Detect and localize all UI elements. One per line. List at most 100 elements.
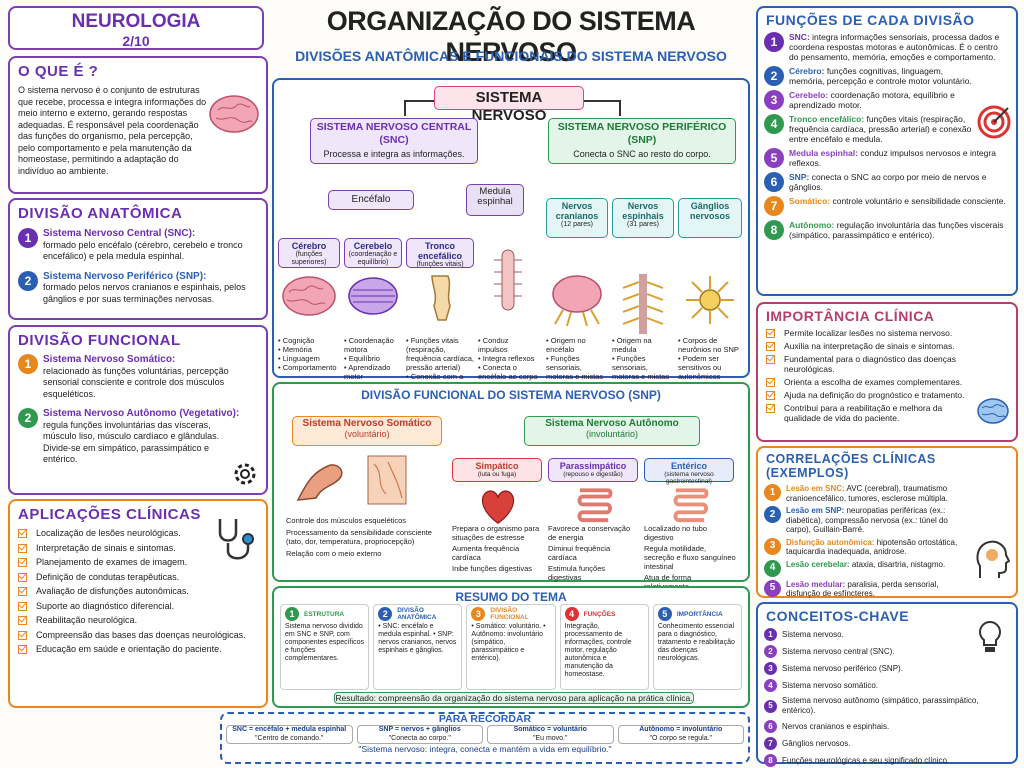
apps-item-text: Educação em saúde e orientação do pacien… [36,644,222,654]
remember-item: SNC = encéfalo + medula espinhal"Centro … [226,725,353,744]
importance-item: Permite localizar lesões no sistema nerv… [766,328,978,338]
diagram-part-node: Nervos cranianos(12 pares) [546,198,608,238]
diagram-part-node: Cérebro(funções superiores) [278,238,340,268]
remember-item-top: Somático = voluntário [513,726,587,733]
page-title: ORGANIZAÇÃO DO SISTEMA NERVOSO [326,6,696,67]
aut-sub-sub: (repouso e digestão) [563,471,623,478]
anat-panel: DIVISÃO ANATÔMICA 1 Sistema Nervoso Cent… [8,198,268,320]
apps-item: Reabilitação neurológica. [18,615,254,626]
correlation-item-head: Lesão medular: [786,579,846,589]
functions-item-body: conecta o SNC ao corpo por meio de nervo… [789,172,987,192]
func-item-body: relacionado às funções voluntárias, perc… [43,365,229,399]
concept-item-text: Nervos cranianos e espinhais. [782,721,890,731]
number-badge: 1 [18,354,38,374]
topic-badge: NEUROLOGIA 2/10 [8,6,264,50]
stethoscope-icon [218,519,254,560]
apps-item-text: Planejamento de exames de imagem. [36,557,188,567]
part-name: Nervos espinhais [622,201,664,221]
gear-icon [234,463,256,485]
what-text: O sistema nervoso é o conjunto de estrut… [18,85,207,176]
remember-panel: PARA RECORDAR SNC = encéfalo + medula es… [220,712,750,764]
part-sub: (coordenação e equilíbrio) [348,251,398,266]
bullet-item: Favorece a conservação de energia [548,524,631,542]
bullet-item: • Comportamento [278,363,337,372]
bullet-item: • Linguagem [278,354,320,363]
part-sub: (funções superiores) [291,251,327,266]
som-node: Sistema Nervoso Somático (voluntário) [292,416,442,446]
functions-item-body: regulação involuntária das funções visce… [789,220,1004,240]
concept-item-text: Funções neurológicas e seu significado c… [782,755,950,765]
bullet-item: • Corpos de neurônios no SNP [678,336,739,354]
concept-item-text: Sistema nervoso periférico (SNP). [782,663,903,673]
anatomy-illustration [615,272,671,336]
check-icon [18,543,27,553]
aut-sub-bullets: Prepara o organismo para situações de es… [452,524,544,575]
bullet-item: • Cognição [278,336,315,345]
aut-sub-name: Simpático [475,461,519,471]
snp-node: SISTEMA NERVOSO PERIFÉRICO (SNP) Conecta… [548,118,736,164]
functions-item-head: SNP: [789,172,810,182]
bullet-item: • Integra reflexos [478,354,535,363]
bullet-item: • Origem no encéfalo [546,336,586,354]
bullet-item: Prepara o organismo para situações de es… [452,524,540,542]
apps-item-text: Compreensão das bases das doenças neurol… [36,629,246,640]
anat-item-head: Sistema Nervoso Central (SNC): [43,228,196,239]
check-icon [18,587,27,596]
anatomy-illustration [682,272,738,336]
functional-title: DIVISÃO FUNCIONAL DO SISTEMA NERVOSO (SN… [361,388,661,402]
intestine-icon [566,484,622,532]
aut-sub-name: Entérico [670,461,707,471]
remember-footer: "Sistema nervoso: integra, conecta e man… [358,744,612,754]
apps-item-text: Suporte ao diagnóstico diferencial. [36,600,175,611]
number-badge: 3 [764,90,784,110]
concept-item-text: Gânglios nervosos. [782,738,851,748]
number-badge: 3 [764,537,781,555]
check-icon [18,529,27,538]
anat-item-head: Sistema Nervoso Periférico (SNP): [43,270,207,282]
number-badge: 2 [378,607,393,621]
bullet-item: • Funções sensoriais, motoras e mistas [612,354,670,381]
number-badge: 2 [764,506,781,523]
anatomy-illustration [412,272,468,336]
summary-result: Resultado: compreensão da organização do… [334,692,694,704]
bullet-item: • Origem na medula [612,336,652,354]
anat-item-body: formado pelo encéfalo (cérebro, cerebelo… [43,239,243,262]
apps-item: Definição de condutas terapêuticas. [18,572,254,583]
number-badge: 1 [285,607,299,621]
som-sub: (voluntário) [344,429,390,439]
bullet-item: • Funções vitais (respiração, frequência… [406,336,474,372]
remember-item-quote: "Conecta ao corpo." [388,734,451,742]
concept-item-text: Sistema nervoso. [782,629,844,639]
number-badge: 2 [18,270,38,291]
encefalo-node: Encéfalo [328,190,414,210]
apps-item: Suporte ao diagnóstico diferencial. [18,601,254,612]
number-badge: 8 [764,220,784,240]
correlation-item-head: Lesão em SNP: [786,506,845,515]
number-badge: 4 [764,114,784,134]
number-badge: 5 [764,699,777,713]
number-badge: 3 [471,607,486,621]
summary-column-body: Integração, processamento de informações… [564,623,632,678]
aut-title: Sistema Nervoso Autônomo [545,418,679,429]
bullet-item: Processamento da sensibilidade conscient… [286,528,432,546]
number-badge: 2 [764,66,784,86]
brain-icon [977,398,1009,424]
aut-sub-node: Parassimpático(repouso e digestão) [548,458,638,482]
importance-item: Contribui para a reabilitação e melhora … [766,403,978,423]
apps-item-text: Interpretação de sinais e sintomas. [36,542,176,553]
root-node: SISTEMA NERVOSO [434,86,584,124]
part-bullets: • Coordenação motora• Equilíbrio• Aprend… [344,336,402,381]
check-icon [766,404,775,413]
